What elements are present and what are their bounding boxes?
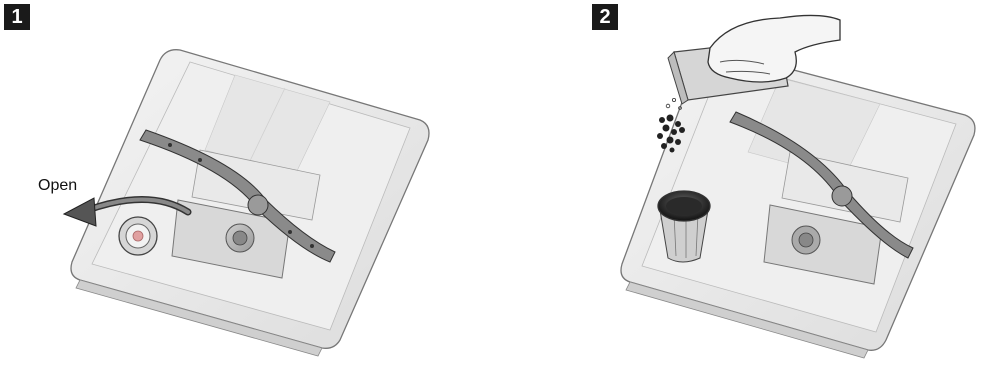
step-1-illustration: Open [0,0,490,362]
step-2-illustration [590,0,981,362]
coarse-filter-cap [119,217,157,255]
open-label: Open [38,177,77,195]
